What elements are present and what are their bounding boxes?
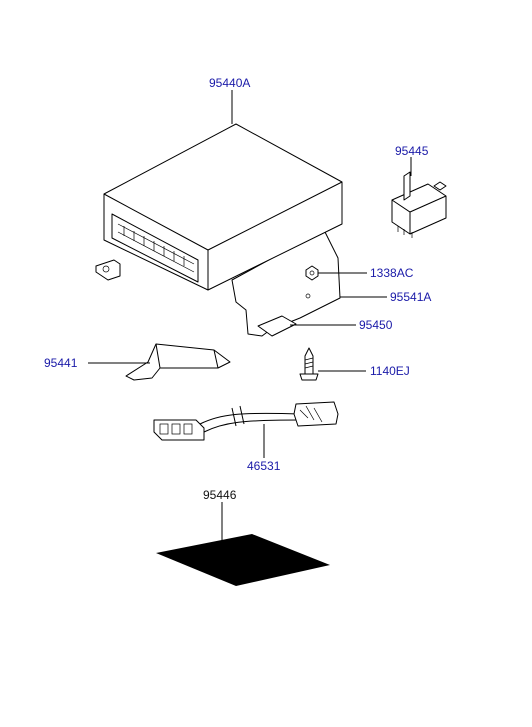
harness-drawing — [153, 401, 339, 441]
screw-drawing — [299, 347, 319, 381]
label-95446: 95446 — [203, 488, 237, 502]
manual-drawing — [156, 534, 330, 586]
label-95450[interactable]: 95450 — [359, 318, 393, 332]
bracket-drawing — [125, 343, 231, 381]
label-1338AC[interactable]: 1338AC — [370, 266, 414, 280]
label-95441[interactable]: 95441 — [44, 356, 78, 370]
label-46531[interactable]: 46531 — [247, 459, 281, 473]
part-labels: 95440A 95445 1338AC 95541A 95450 95441 1… — [44, 76, 431, 502]
relay-drawing — [391, 171, 447, 238]
label-95445[interactable]: 95445 — [395, 144, 429, 158]
label-95440A[interactable]: 95440A — [209, 76, 250, 90]
leader-lines — [88, 90, 412, 543]
label-1140EJ[interactable]: 1140EJ — [370, 364, 410, 378]
label-95541A[interactable]: 95541A — [390, 290, 431, 304]
ecu-module-drawing — [95, 123, 343, 337]
